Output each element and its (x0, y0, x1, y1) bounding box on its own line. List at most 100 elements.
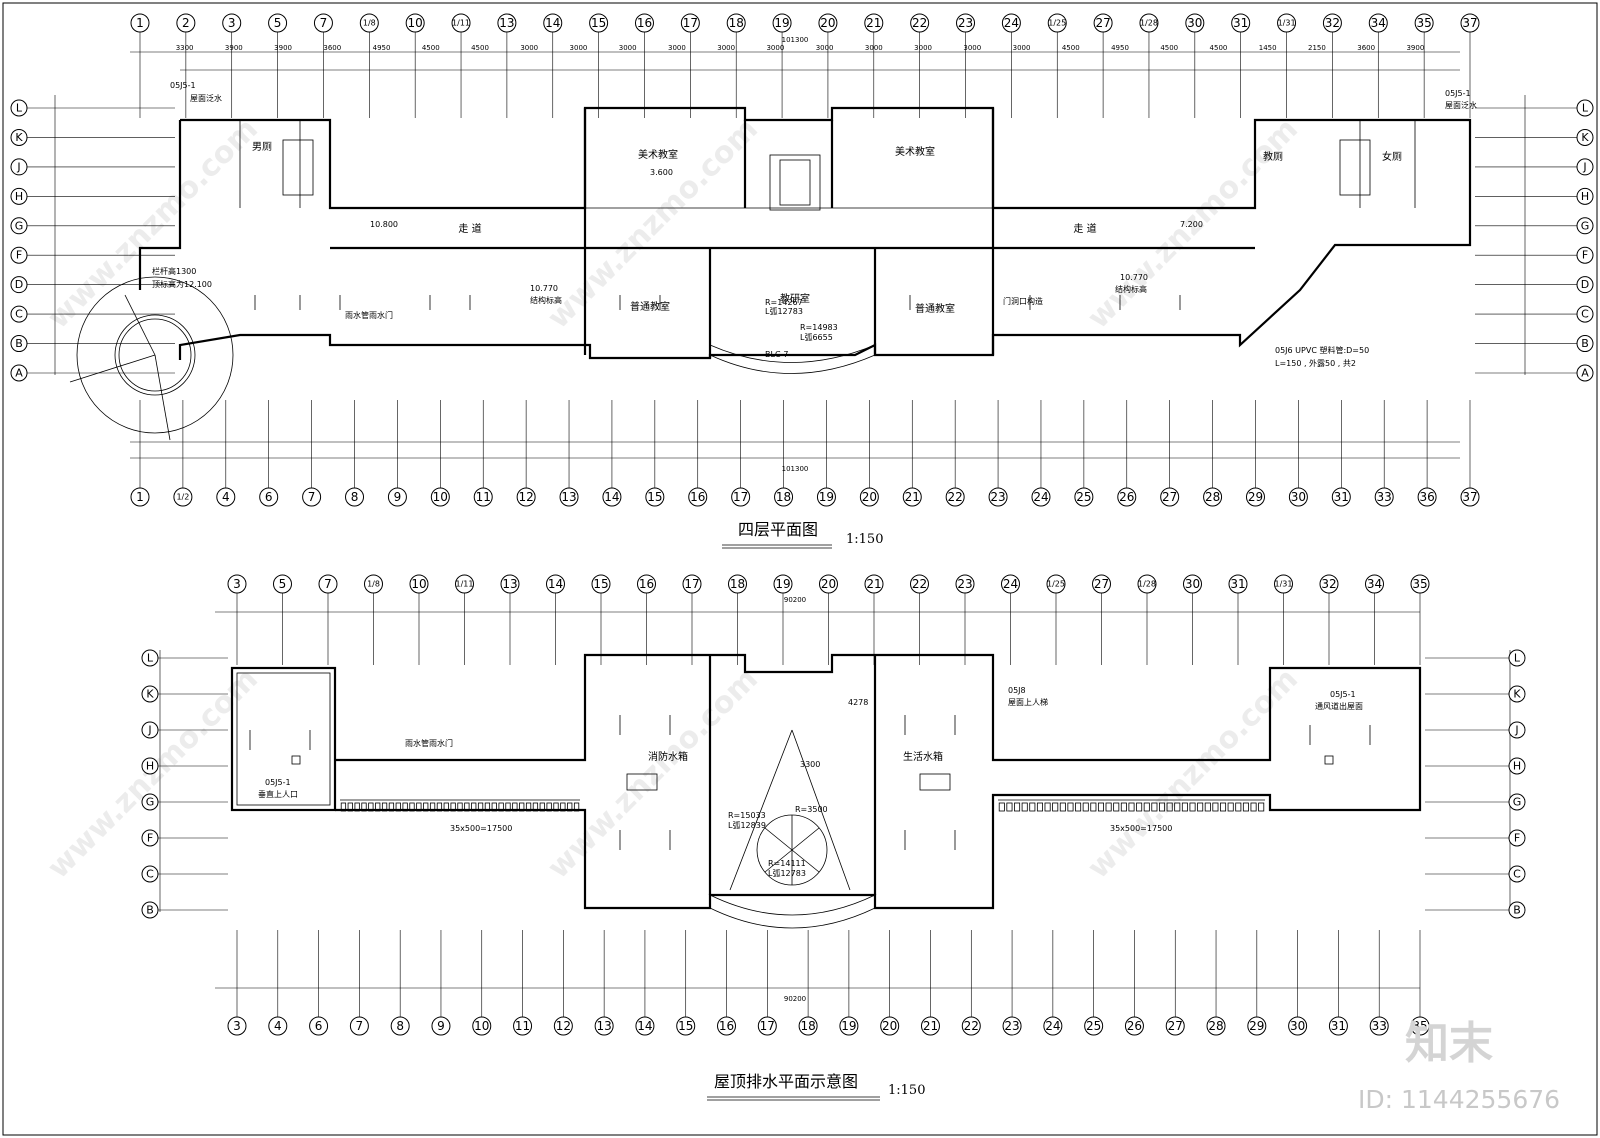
axis-label: 1/8 (367, 580, 380, 589)
note: 05J8 (1008, 686, 1026, 695)
axis-bubble (1043, 1016, 1063, 1036)
vent-opening (1204, 802, 1211, 812)
axis-bubble (1410, 574, 1430, 594)
axis-bubble (1414, 13, 1434, 33)
axis-bubble (345, 487, 365, 507)
plan-scale: 1:150 (888, 1083, 925, 1098)
axis-bubble (500, 574, 520, 594)
vent-opening (1036, 802, 1043, 812)
plan-title: 四层平面图 (738, 520, 818, 539)
note: R=3500 (795, 805, 828, 814)
axis-label: 14 (604, 490, 619, 504)
axis-bubble (10, 158, 28, 176)
axis-bubble (1274, 574, 1293, 594)
axis-bubble (1277, 13, 1297, 33)
axis-bubble (546, 574, 565, 594)
axis-label: 21 (866, 577, 881, 591)
axis-bubble (773, 574, 793, 594)
axis-label: 1/31 (1278, 19, 1296, 28)
vent-opening (1029, 802, 1036, 812)
axis-label: 27 (1094, 577, 1109, 591)
vent-opening (1235, 802, 1242, 812)
axis-label: 31 (1334, 490, 1349, 504)
dimension-lines (159, 611, 1511, 989)
axis-bubble (405, 13, 425, 33)
axis-label: 31 (1331, 1019, 1346, 1033)
fire-water-tank: 消防水箱 (648, 750, 688, 763)
axis-label: G (1581, 219, 1590, 232)
axis-label: 21 (923, 1019, 938, 1033)
axis-label: 26 (1127, 1019, 1142, 1033)
axis-bubble (1247, 1016, 1267, 1036)
axis-label: 18 (730, 577, 745, 591)
axis-label: 28 (1205, 490, 1220, 504)
vent-opening (340, 802, 347, 812)
note: L=150 , 外露50 , 共2 (1275, 358, 1356, 368)
axis-bubble (309, 1016, 329, 1036)
axis-bubble (390, 1016, 410, 1036)
axis-bubble (130, 13, 150, 33)
axis-label: L (16, 102, 23, 115)
axis-bubble (839, 1016, 859, 1036)
vent-opening (1220, 802, 1227, 812)
axis-label: 11 (515, 1019, 530, 1033)
vent-opening (1151, 802, 1158, 812)
dimension-value: 4500 (422, 44, 440, 52)
note: 05J5-1 (265, 778, 291, 787)
axis-label: 23 (1004, 1019, 1019, 1033)
dimension-value: 3900 (225, 44, 243, 52)
vent-opening (471, 802, 477, 812)
axis-bubble (645, 487, 665, 507)
room-classroom: 普通教室 (915, 302, 955, 315)
axis-bubble (259, 487, 279, 507)
axis-bubble (1508, 829, 1526, 847)
axis-bubble (956, 13, 976, 33)
axis-label: L (147, 652, 154, 665)
axis-bubble (1117, 487, 1137, 507)
axis-label: 17 (760, 1019, 775, 1033)
axis-bubble (1319, 574, 1339, 594)
note: L弧12783 (765, 306, 803, 316)
axis-bubble (859, 487, 879, 507)
axis-label: 16 (637, 16, 652, 30)
axis-label: F (1514, 832, 1520, 845)
axis-label: 13 (499, 16, 514, 30)
axis-label: 30 (1185, 577, 1200, 591)
total-dimension: 90200 (784, 596, 806, 604)
vent-opening (1082, 802, 1089, 812)
axis-label: 24 (1045, 1019, 1060, 1033)
axis-label: 26 (1119, 490, 1134, 504)
axis-bubble (680, 13, 700, 33)
vent-opening (1174, 802, 1181, 812)
note: L弧12839 (728, 820, 766, 830)
axis-bubble (1228, 574, 1248, 594)
room-toilet-teacher: 教厕 (1263, 150, 1283, 163)
axis-bubble (364, 574, 383, 594)
vent-opening (354, 802, 360, 812)
vent-opening (1014, 802, 1021, 812)
axis-bubble (864, 574, 884, 594)
note: R=14111 (768, 859, 806, 868)
axis-label: G (1513, 796, 1522, 809)
axis-label: 10 (411, 577, 426, 591)
vent-strip (340, 802, 1265, 812)
axis-label: 34 (1371, 16, 1386, 30)
axis-label: 22 (964, 1019, 979, 1033)
axis-bubble (676, 1016, 696, 1036)
dimension-value: 2150 (1308, 44, 1326, 52)
dimension-value: 3000 (914, 44, 932, 52)
roof-outline (230, 653, 1422, 929)
note: 4278 (848, 698, 868, 707)
axis-bubble (774, 487, 794, 507)
note: 3300 (800, 760, 820, 769)
vent-opening (1166, 802, 1173, 812)
axis-bubble (455, 574, 474, 594)
axis-bubble (1576, 217, 1594, 235)
axis-label: F (147, 832, 153, 845)
vent-opening (450, 802, 456, 812)
axis-label: F (1582, 249, 1588, 262)
axis-label: G (146, 796, 155, 809)
axis-label: K (15, 131, 23, 144)
